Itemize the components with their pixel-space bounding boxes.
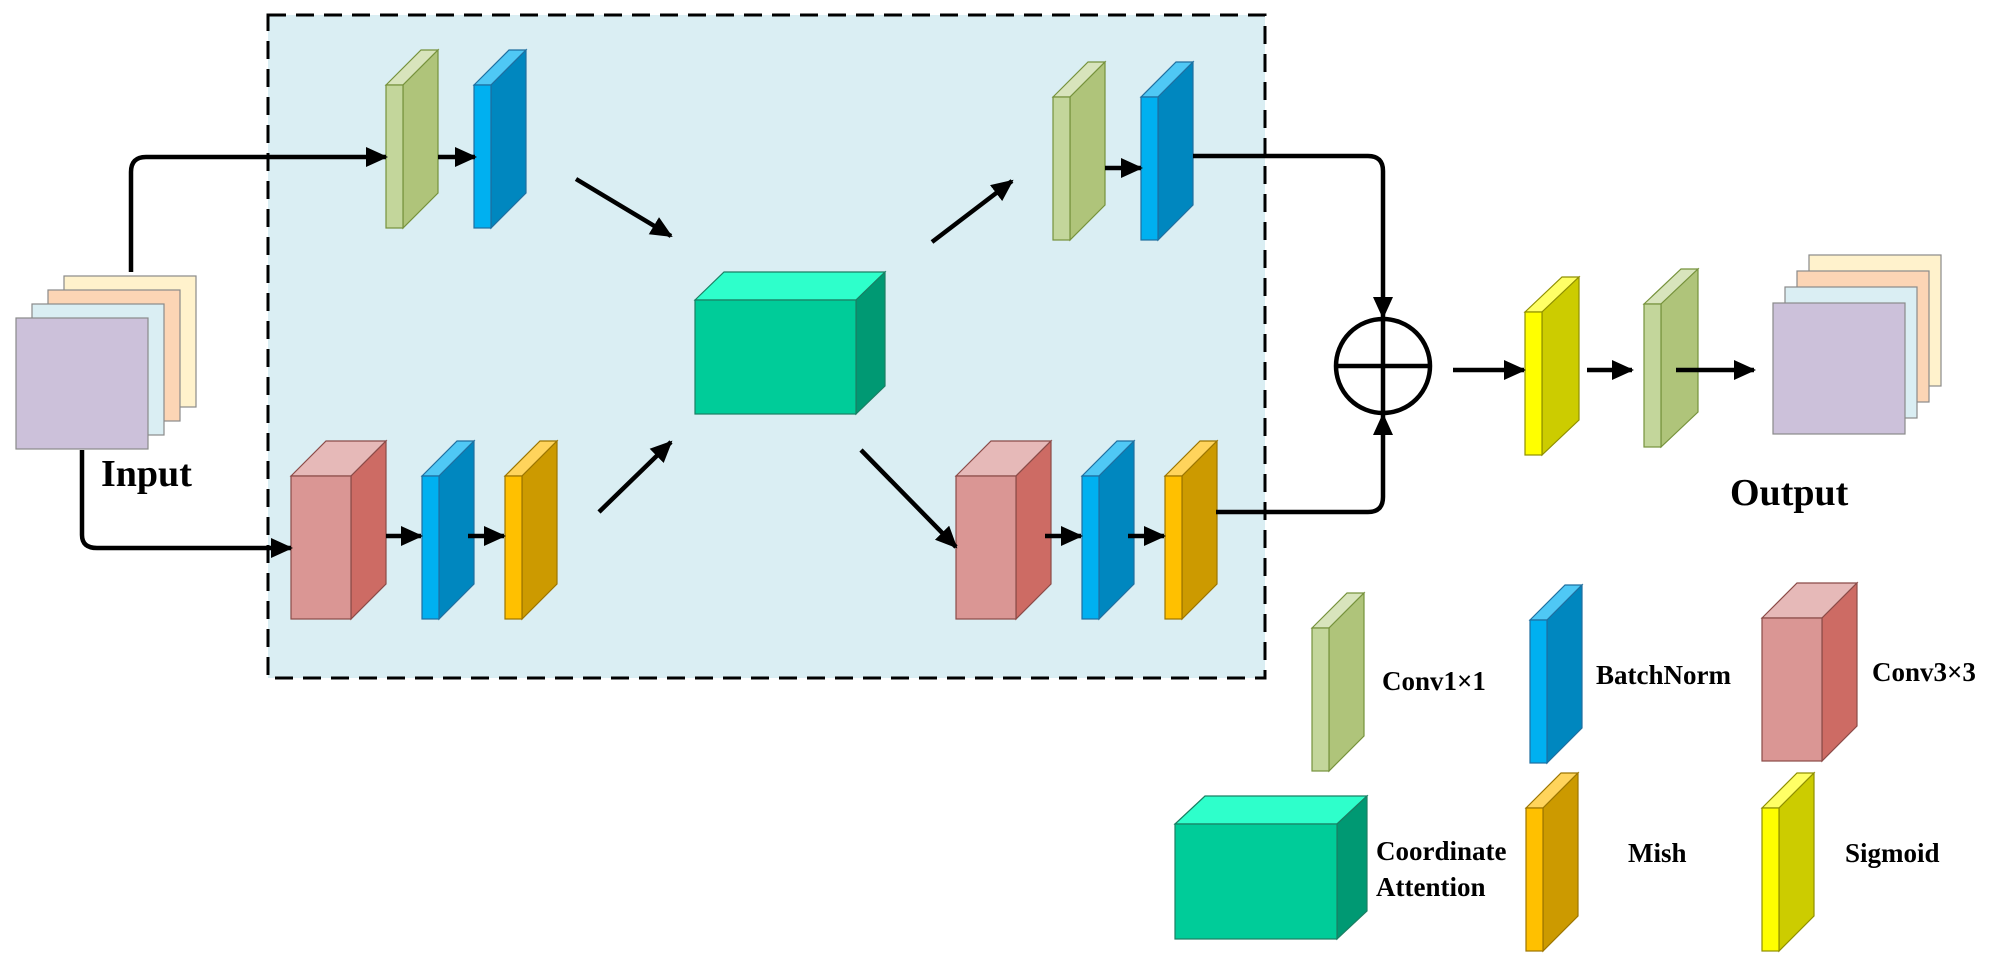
- output-label: Output: [1730, 472, 1849, 514]
- legend-label-mish: Mish: [1628, 838, 1687, 868]
- arrow-bottom-to-add: [1216, 413, 1393, 515]
- bottom-branch-batchnorm: [420, 439, 476, 621]
- legend-item-batchnorm: BatchNorm: [1528, 583, 1731, 765]
- block-front-face: [421, 475, 440, 620]
- block-front-face: [1140, 96, 1159, 241]
- block-front-face: [1525, 807, 1544, 952]
- legend-swatch-conv1x1: [1310, 591, 1366, 773]
- legend-label-sigmoid: Sigmoid: [1845, 838, 1940, 868]
- top-branch-conv1x1: [384, 48, 440, 230]
- block-front-face: [1761, 617, 1823, 762]
- block-front-face: [1311, 627, 1330, 772]
- block-front-face: [290, 475, 352, 620]
- block-front-face: [1643, 303, 1662, 448]
- blocks-layer: [289, 48, 1700, 621]
- block-front-face: [385, 84, 404, 229]
- block-front-face: [1761, 807, 1780, 952]
- tail-sigmoid: [1523, 275, 1581, 457]
- connections: [79, 147, 1756, 558]
- arrow-bottom-to-coord-att: [597, 440, 673, 514]
- block-front-face: [1164, 475, 1183, 620]
- block-front-face: [1052, 96, 1071, 241]
- top-out-batchnorm: [1139, 60, 1195, 242]
- block-top-face: [693, 271, 887, 301]
- input-label: Input: [101, 453, 192, 495]
- bottom-branch-mish: [503, 439, 559, 621]
- legend: Conv1×1 BatchNorm Conv3×3CoordinateAttenti…: [1173, 581, 1976, 953]
- input-feature-maps: [15, 275, 197, 450]
- bottom-out-batchnorm: [1080, 439, 1136, 621]
- bottom-out-conv3x3: [954, 439, 1053, 621]
- legend-item-conv1x1: Conv1×1: [1310, 591, 1486, 773]
- bottom-out-mish: [1163, 439, 1219, 621]
- arrow-top-to-coord-att: [574, 177, 673, 238]
- elementwise-add-icon: [1333, 316, 1433, 416]
- arrow-top-to-add: [1193, 153, 1393, 319]
- block-front-face: [694, 299, 857, 415]
- tail-conv1x1: [1642, 267, 1700, 449]
- legend-swatch-conv3x3: [1760, 581, 1859, 763]
- arrow-coord-att-to-top-out: [930, 179, 1014, 244]
- legend-item-mish: Mish: [1524, 771, 1687, 953]
- legend-label-conv3x3: Conv3×3: [1872, 657, 1976, 687]
- legend-swatch-sigmoid: [1760, 771, 1816, 953]
- arrow-input-to-bottom-conv3x3: [79, 450, 293, 558]
- block-front-face: [473, 84, 492, 229]
- top-branch-batchnorm: [472, 48, 528, 230]
- block-top-face: [1173, 795, 1369, 825]
- block-front-face: [1174, 823, 1338, 940]
- block-front-face: [1524, 311, 1543, 456]
- legend-swatch-batchnorm: [1528, 583, 1584, 765]
- arrow-input-to-top-conv1x1: [128, 147, 388, 272]
- block-front-face: [1081, 475, 1100, 620]
- legend-label-coord_att-line1: Coordinate: [1376, 836, 1507, 866]
- block-front-face: [955, 475, 1017, 620]
- legend-swatch-mish: [1524, 771, 1580, 953]
- input-map-4: [15, 317, 149, 450]
- legend-label-coord_att-line2: Attention: [1376, 872, 1486, 902]
- legend-label-batchnorm: BatchNorm: [1596, 660, 1731, 690]
- coordinate-attention-block: [693, 270, 887, 416]
- output-map-4: [1772, 302, 1906, 435]
- output-feature-maps: [1772, 254, 1942, 435]
- legend-label-conv1x1: Conv1×1: [1382, 666, 1486, 696]
- legend-item-conv3x3: Conv3×3: [1760, 581, 1976, 763]
- legend-item-sigmoid: Sigmoid: [1760, 771, 1940, 953]
- legend-swatch-coord_att: [1173, 794, 1369, 941]
- top-out-conv1x1: [1051, 60, 1107, 242]
- block-front-face: [504, 475, 523, 620]
- bottom-branch-conv3x3: [289, 439, 388, 621]
- block-front-face: [1529, 619, 1548, 764]
- arrow-coord-att-to-bottom-out: [859, 448, 958, 549]
